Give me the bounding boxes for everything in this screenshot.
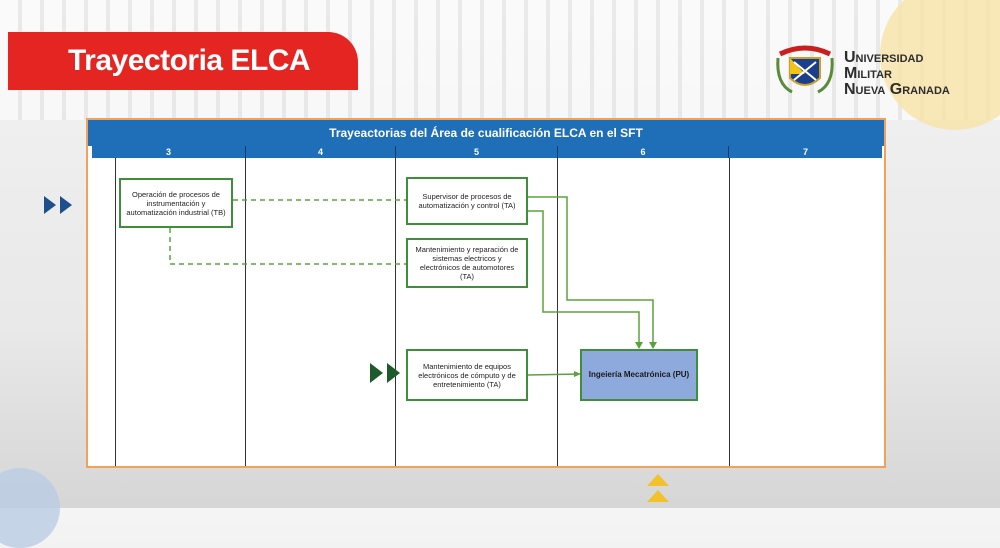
next-arrows-icon[interactable]: [42, 194, 76, 216]
level-7: 7: [729, 146, 882, 158]
trajectory-box: Operación de procesos de instrumentación…: [119, 178, 233, 228]
trajectory-box: Mantenimiento de equipos electrónicos de…: [406, 349, 528, 401]
trajectory-box: Supervisor de procesos de automatización…: [406, 177, 528, 225]
logo-line-2: Nueva Granada: [844, 81, 950, 98]
page-title: Trayectoria ELCA: [68, 44, 311, 77]
arrowhead: [574, 371, 581, 377]
column-divider: [115, 158, 116, 466]
connector-line: [527, 373, 581, 376]
title-banner: Trayectoria ELCA: [8, 32, 358, 90]
level-3: 3: [92, 146, 246, 158]
trajectory-box: Mantenimiento y reparación de sistemas e…: [406, 238, 528, 288]
column-divider: [245, 158, 246, 466]
up-arrows-icon[interactable]: [645, 470, 671, 506]
arrowhead: [649, 342, 657, 349]
current-arrows-icon: [370, 363, 400, 383]
logo-text: Universidad Militar Nueva Granada: [844, 50, 972, 98]
logo-line-1: Universidad Militar: [844, 49, 924, 82]
shield-icon: [776, 45, 834, 94]
university-logo: Universidad Militar Nueva Granada: [772, 40, 972, 100]
level-5: 5: [396, 146, 558, 158]
connector-line: [528, 210, 640, 348]
level-6: 6: [558, 146, 729, 158]
target-box: Ingeiería Mecatrónica (PU): [580, 349, 698, 401]
connector-dashed: [169, 228, 406, 265]
column-divider: [395, 158, 396, 466]
levels-row: 3 4 5 6 7: [92, 146, 882, 158]
arrowhead: [635, 342, 643, 349]
level-4: 4: [246, 146, 396, 158]
connectors: [169, 196, 657, 377]
diagram-frame: Trayeactorias del Área de cualificación …: [86, 118, 886, 468]
diagram-header: Trayeactorias del Área de cualificación …: [88, 120, 884, 146]
column-divider: [729, 158, 730, 466]
connector-line: [528, 196, 654, 348]
